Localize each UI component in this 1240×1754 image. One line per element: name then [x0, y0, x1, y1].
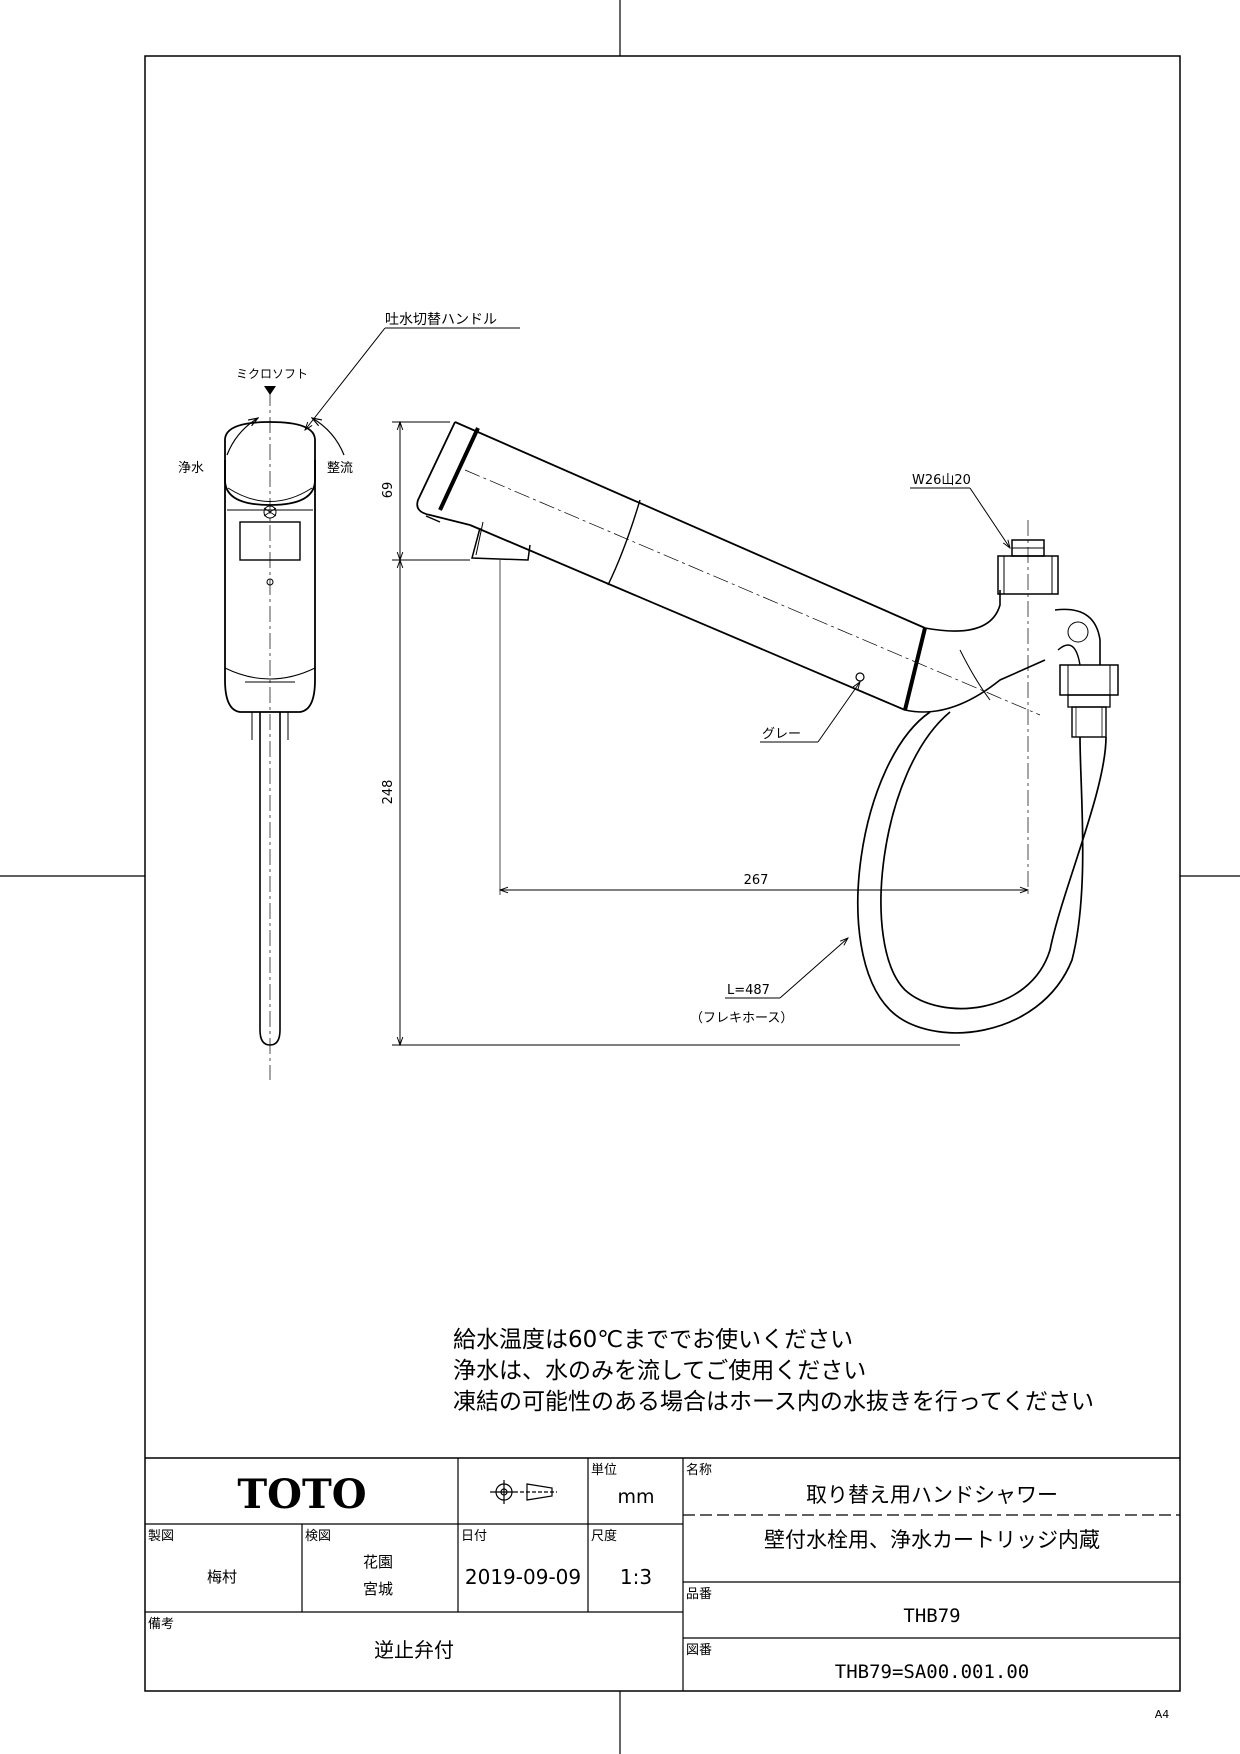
micro-soft-label: ミクロソフト	[236, 367, 308, 381]
grey-callout-label: グレー	[762, 727, 801, 742]
hose-length-label: L=487	[727, 983, 770, 998]
date-label: 日付	[461, 1529, 487, 1544]
product-label: 品番	[686, 1587, 712, 1602]
side-view	[416, 421, 1119, 1034]
drawn-label: 製図	[148, 1529, 174, 1544]
unit-value: mm	[617, 1486, 654, 1508]
dimension-267: 267	[744, 873, 769, 888]
remarks-value: 逆止弁付	[374, 1638, 454, 1662]
projection-symbol-icon	[490, 1480, 557, 1504]
side-callouts	[725, 487, 1010, 999]
thread-callout-label: W26山20	[912, 473, 971, 488]
dimension-69: 69	[381, 482, 396, 499]
date-value: 2019-09-09	[465, 1565, 581, 1589]
unit-label: 単位	[591, 1462, 617, 1478]
scale-value: 1:3	[620, 1565, 652, 1589]
front-view	[224, 386, 345, 1080]
purified-water-label: 浄水	[178, 461, 204, 476]
checked-value-2: 宮城	[363, 1580, 393, 1598]
scale-label: 尺度	[591, 1528, 617, 1544]
product-number: THB79	[903, 1605, 960, 1627]
name-label: 名称	[686, 1462, 712, 1478]
drawn-value: 梅村	[207, 1568, 237, 1586]
toto-logo: TOTO	[237, 1471, 366, 1518]
handle-callout	[305, 327, 520, 430]
checked-label: 検図	[305, 1529, 331, 1544]
drawing-label: 図番	[686, 1643, 712, 1658]
name-line-2: 壁付水栓用、浄水カートリッジ内蔵	[764, 1528, 1100, 1552]
title-block-grid	[145, 1457, 1180, 1691]
dimension-lines	[392, 422, 1028, 1045]
straight-flow-label: 整流	[327, 461, 353, 476]
handle-callout-label: 吐水切替ハンドル	[385, 312, 497, 328]
hose-name-label: （フレキホース）	[690, 1011, 793, 1026]
remarks-label: 備考	[148, 1616, 174, 1632]
dimension-248: 248	[381, 780, 396, 805]
note-3: 凍結の可能性のある場合はホース内の水抜きを行ってください	[453, 1389, 1094, 1415]
note-2: 浄水は、水のみを流してご使用ください	[453, 1358, 866, 1384]
note-1: 給水温度は60℃まででお使いください	[453, 1327, 853, 1353]
drawing-number: THB79=SA00.001.00	[835, 1661, 1029, 1683]
paper-size-label: A4	[1155, 1708, 1170, 1721]
checked-value-1: 花園	[363, 1553, 393, 1571]
name-line-1: 取り替え用ハンドシャワー	[806, 1483, 1058, 1507]
